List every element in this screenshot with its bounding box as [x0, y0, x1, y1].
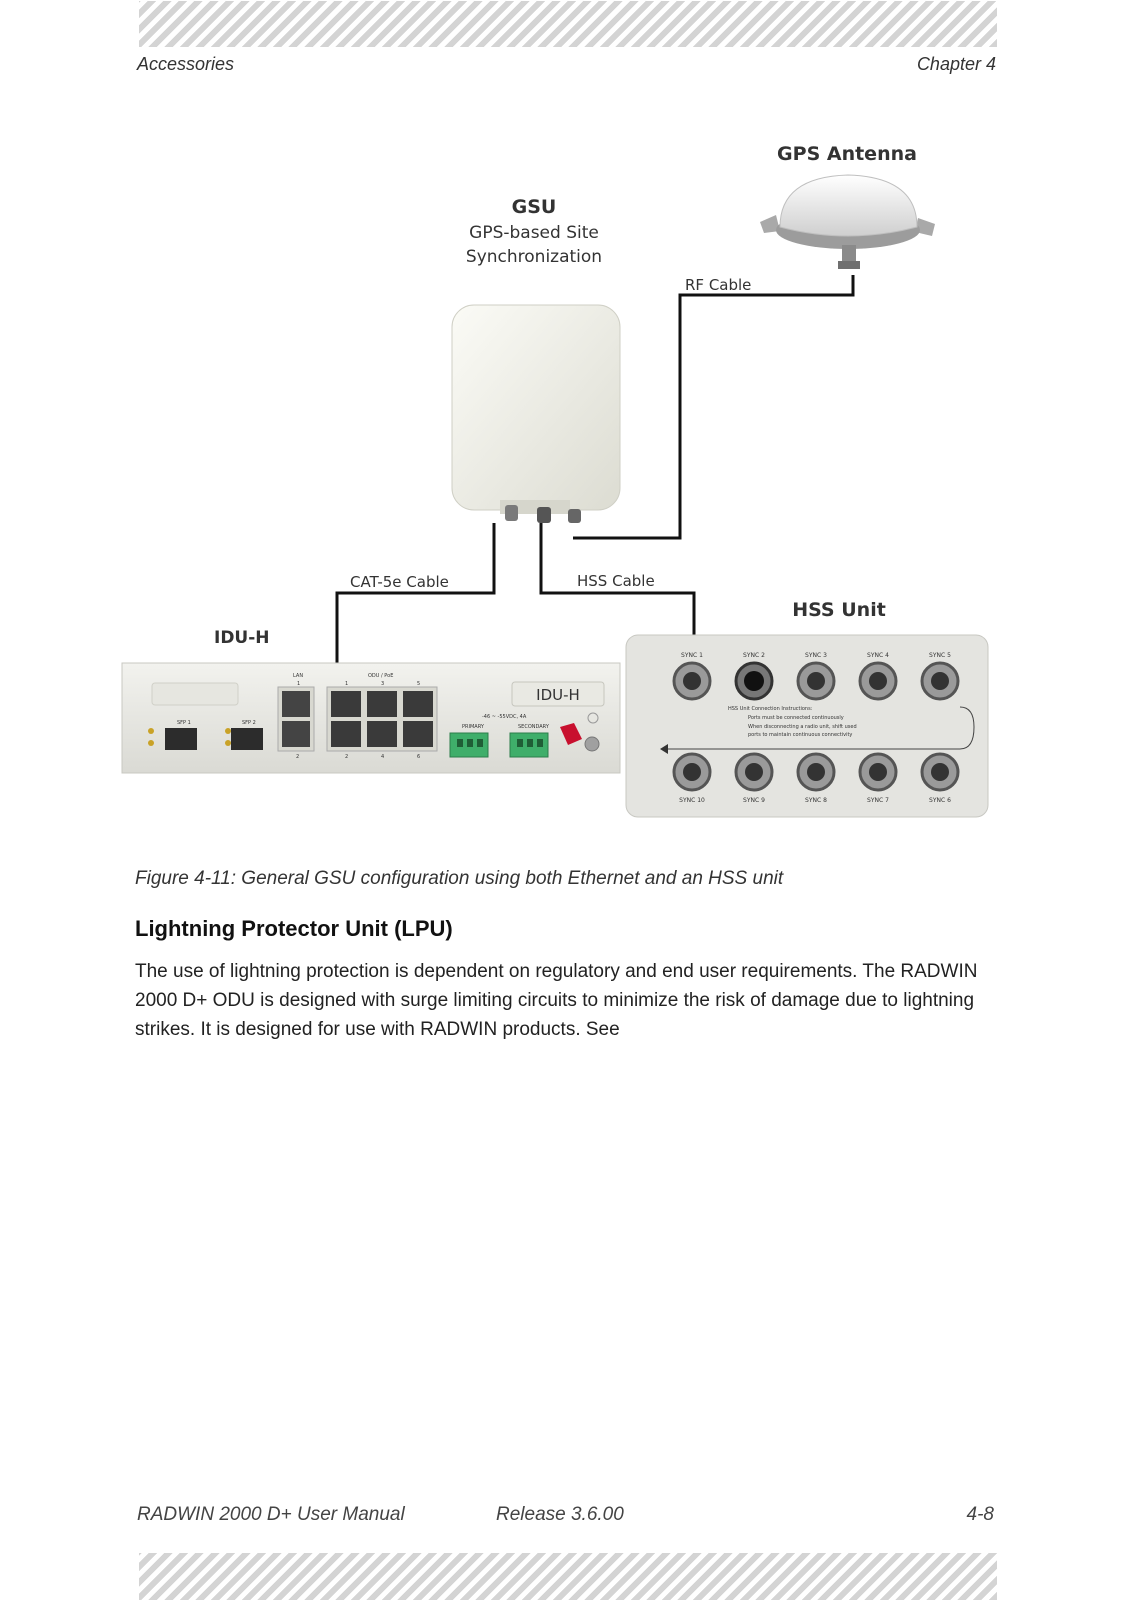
cat5e-cable-line — [335, 523, 496, 665]
odu-port-bottom-6: 6 — [417, 754, 420, 760]
cat5e-cable-label: CAT-5e Cable — [350, 573, 449, 591]
sync-9-label: SYNC 9 — [743, 797, 765, 804]
odu-port-top-3: 3 — [381, 681, 384, 687]
sfp2-label: SFP 2 — [242, 720, 256, 726]
section-heading: Lightning Protector Unit (LPU) — [135, 916, 453, 941]
gps-antenna-title: GPS Antenna — [777, 143, 917, 165]
hss-cable-label: HSS Cable — [577, 572, 655, 590]
power-rating-label: -46 ~ -55VDC, 4A — [482, 714, 527, 720]
sync-10-label: SYNC 10 — [679, 797, 705, 804]
footer-page-number: 4-8 — [966, 1504, 994, 1525]
hss-instructions-title: HSS Unit Connection Instructions: — [728, 706, 813, 712]
idu-h-badge: IDU-H — [536, 686, 580, 704]
cables — [335, 275, 855, 665]
gsu-title: GSU — [512, 196, 557, 218]
header-section-label: Accessories — [137, 54, 235, 74]
sync-1-label: SYNC 1 — [681, 652, 703, 659]
idu-h-title: IDU-H — [214, 628, 270, 648]
odu-port-bottom-4: 4 — [381, 754, 384, 760]
hss-unit: HSS Unit SYNC 1 SYNC 2 SYNC 3 SYNC 4 SYN… — [625, 599, 989, 818]
gsu-unit: GSU GPS-based Site Synchronization — [451, 196, 621, 523]
odu-poe-label: ODU / PoE — [368, 673, 393, 679]
idu-h-unit: IDU-H SFP 1 SFP 2 LAN 1 2 ODU / PoE 1 3 … — [121, 628, 621, 774]
body-paragraph: The use of lightning protection is depen… — [135, 961, 978, 1040]
odu-port-top-5: 5 — [417, 681, 420, 687]
secondary-label: SECONDARY — [518, 724, 550, 730]
sync-2-label: SYNC 2 — [743, 652, 765, 659]
gps-antenna: GPS Antenna — [760, 143, 935, 269]
footer-manual-title: RADWIN 2000 D+ User Manual — [137, 1504, 405, 1525]
hss-instruction-1: Ports must be connected continuously — [748, 715, 844, 721]
lan-label: LAN — [293, 673, 303, 679]
hss-instruction-2b: ports to maintain continuous connectivit… — [748, 732, 852, 738]
lan-port-bottom-num: 2 — [296, 754, 299, 760]
sync-8-label: SYNC 8 — [805, 797, 827, 804]
sync-3-label: SYNC 3 — [805, 652, 827, 659]
section-body: The use of lightning protection is depen… — [135, 957, 1005, 1044]
odu-port-top-1: 1 — [345, 681, 348, 687]
hss-unit-title: HSS Unit — [792, 599, 886, 621]
gsu-subtitle-2: Synchronization — [466, 247, 602, 267]
sync-6-label: SYNC 6 — [929, 797, 951, 804]
sfp1-label: SFP 1 — [177, 720, 191, 726]
footer-release: Release 3.6.00 — [496, 1504, 624, 1525]
figure-caption: Figure 4-11: General GSU configuration u… — [135, 868, 784, 889]
header-chapter-label: Chapter 4 — [916, 54, 996, 74]
primary-label: PRIMARY — [462, 724, 485, 730]
rf-cable-label: RF Cable — [685, 276, 751, 294]
rf-cable-line — [573, 275, 855, 540]
hss-instruction-2a: When disconnecting a radio unit, shift u… — [748, 724, 857, 730]
sync-4-label: SYNC 4 — [867, 652, 889, 659]
hss-cable-line — [539, 523, 696, 635]
footer-hatch-band — [139, 1553, 997, 1600]
odu-port-bottom-2: 2 — [345, 754, 348, 760]
sync-5-label: SYNC 5 — [929, 652, 951, 659]
sync-ports-bottom — [672, 752, 960, 792]
lan-port-top-num: 1 — [297, 681, 300, 687]
gsu-subtitle-1: GPS-based Site — [469, 223, 599, 243]
sync-ports-top — [672, 661, 960, 701]
gsu-configuration-figure: GPS Antenna GSU GPS-based Site Synchroni… — [121, 143, 989, 818]
header-hatch-band — [139, 1, 997, 47]
sync-7-label: SYNC 7 — [867, 797, 889, 804]
